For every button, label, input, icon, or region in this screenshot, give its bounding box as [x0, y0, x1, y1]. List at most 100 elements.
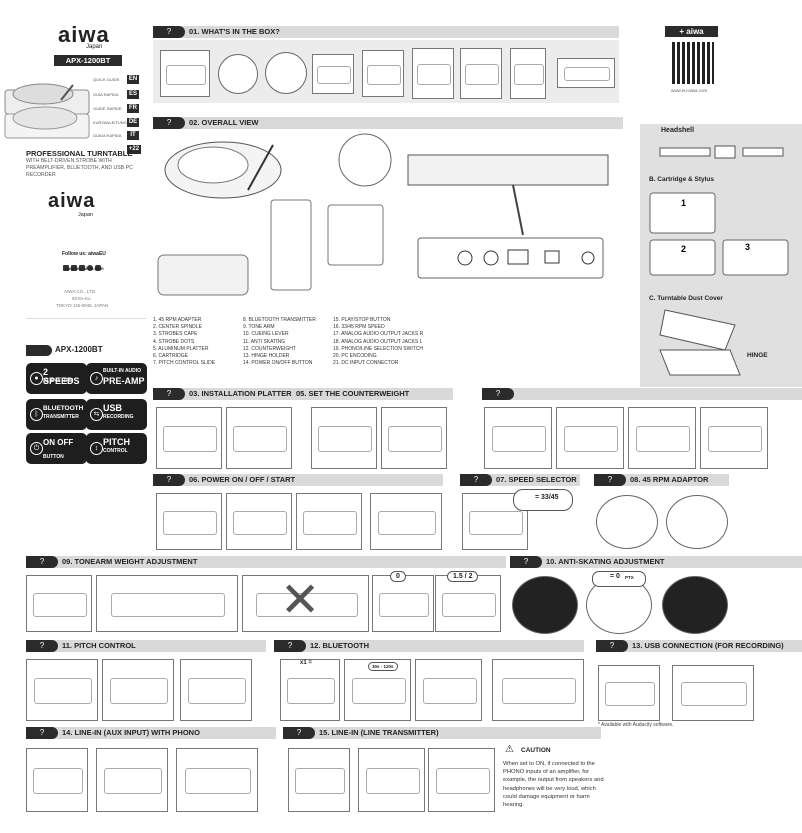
caution-text: When set to ON, if connected to the PHON…: [503, 761, 604, 809]
section-07-bar: ?07. SPEED SELECTOR: [460, 474, 580, 486]
headshell-label: Headshell: [661, 127, 695, 134]
section-09-tag: ?: [26, 556, 58, 568]
section-09-bar: ?09. TONEARM WEIGHT ADJUSTMENT: [26, 556, 506, 568]
tonearm-step-3: [242, 575, 369, 632]
section-cartridge-bar: ?: [482, 388, 802, 400]
cartridge-label: B. Cartridge & Stylus: [649, 176, 715, 183]
lineout-step-2: [358, 748, 425, 812]
speed-value: = 33/45: [535, 494, 559, 501]
box-item-guide: [460, 48, 502, 99]
antiskate-bubble: [592, 571, 646, 587]
box-item-manual: [412, 48, 454, 99]
tonearm-step-1: [26, 575, 92, 632]
lang-it[interactable]: IT: [127, 131, 139, 140]
lang-more[interactable]: +22: [127, 145, 141, 154]
dustcover-diagram: [655, 305, 745, 383]
linein-step-3: [176, 748, 258, 812]
section-06-tag: ?: [153, 474, 185, 486]
weight-value-2: 1.5 / 2: [447, 571, 479, 582]
section-07-tag: ?: [460, 474, 492, 486]
preamp-icon: ♪: [90, 372, 103, 385]
pinterest-icon[interactable]: [87, 265, 93, 271]
platter-step-2: [226, 407, 292, 469]
counterweight-step-1: [311, 407, 377, 469]
pitch-icon: ↕: [90, 442, 103, 455]
section-12-tag: ?: [274, 640, 306, 652]
platter-step-1: [156, 407, 222, 469]
bt-step-3: [415, 659, 482, 721]
follow-label: Follow us: aiwaEU: [62, 251, 106, 257]
section-02-tag: ?: [153, 117, 185, 129]
caution-icon: ⚠: [505, 744, 514, 755]
record-icon: ●: [30, 372, 43, 385]
model-badge-title: APX-1200BT: [55, 345, 103, 354]
cartridge-step-2: [556, 407, 624, 469]
lang-label-fr: GUIDE RAPIDE: [93, 106, 122, 111]
product-title: PROFESSIONAL TURNTABLE: [26, 149, 133, 158]
antiskate-value: = 0: [610, 573, 620, 580]
cartridge-step-1: [484, 407, 552, 469]
section-cartridge-tag: ?: [482, 388, 514, 400]
instagram-icon[interactable]: [95, 265, 101, 271]
facebook-icon[interactable]: [63, 265, 69, 271]
lang-en[interactable]: EN: [127, 75, 139, 84]
section-10-tag: ?: [510, 556, 542, 568]
section-14-tag: ?: [26, 727, 58, 739]
dustcover-label: C. Turntable Dust Cover: [649, 295, 723, 302]
company-line-1: AIWA CO., LTD.: [64, 289, 97, 294]
antiskate-unit: PTX: [625, 575, 634, 580]
box-item-adapter: [218, 54, 258, 94]
section-12-bar: ?12. BLUETOOTH: [274, 640, 584, 652]
model-section-tag: [26, 345, 52, 356]
antiskate-record-1: [512, 576, 578, 634]
box-item-card: [510, 48, 546, 99]
qr-code[interactable]: [672, 42, 714, 84]
bt-step-1: [280, 659, 340, 721]
website-link[interactable]: www.eu-aiwa.com: [65, 266, 104, 271]
box-item-usb-cable: [557, 58, 615, 88]
power-step-1: [156, 493, 222, 550]
caution-title: CAUTION: [521, 747, 551, 754]
lineout-step-3: [428, 748, 495, 812]
headshell-diagram: [655, 138, 795, 170]
svg-text:2: 2: [681, 244, 686, 254]
svg-text:3: 3: [745, 242, 750, 252]
usb-icon: ⇆: [90, 408, 103, 421]
tonearm-step-5: [435, 575, 501, 632]
model-label: APX-1200BT: [54, 55, 122, 66]
section-11-bar: ?11. PITCH CONTROL: [26, 640, 266, 652]
brand-logo-2: aiwa: [48, 190, 96, 212]
lang-label-es: GUÍA RÁPIDA: [93, 92, 119, 97]
bluetooth-icon: ᛒ: [30, 408, 43, 421]
speed-bubble: [513, 489, 573, 511]
youtube-icon[interactable]: [79, 265, 85, 271]
overall-view-diagram: [153, 130, 623, 310]
lang-fr[interactable]: FR: [127, 104, 139, 113]
power-step-2: [226, 493, 292, 550]
lang-label-en: QUICK GUIDE: [93, 77, 120, 82]
pitch-step-2: [102, 659, 174, 721]
section-05-title: 05. SET THE COUNTERWEIGHT: [296, 388, 414, 400]
qr-url[interactable]: www.eu-aiwa.com: [671, 88, 708, 93]
lang-label-de: KURZANLEITUNG: [93, 120, 127, 125]
lang-de[interactable]: DE: [127, 118, 139, 127]
bt-time: 30s - 120s: [368, 662, 398, 671]
company-line-3: TOKYO 115-0046, JAPAN: [56, 303, 109, 308]
twitter-icon[interactable]: [71, 265, 77, 271]
lang-es[interactable]: ES: [127, 90, 139, 99]
box-item-power-adapter: [312, 54, 354, 94]
social-icons[interactable]: [63, 258, 105, 271]
usb-step-1: [598, 665, 660, 721]
brand-sub: Japan: [86, 44, 103, 50]
product-desc: WITH BELT-DRIVEN STROBE WITH PREAMPLIFIE…: [26, 158, 133, 178]
section-01-tag: ?: [153, 26, 185, 38]
box-item-turntable: [160, 50, 210, 97]
adaptor-step-2: [666, 495, 728, 549]
section-11-tag: ?: [26, 640, 58, 652]
